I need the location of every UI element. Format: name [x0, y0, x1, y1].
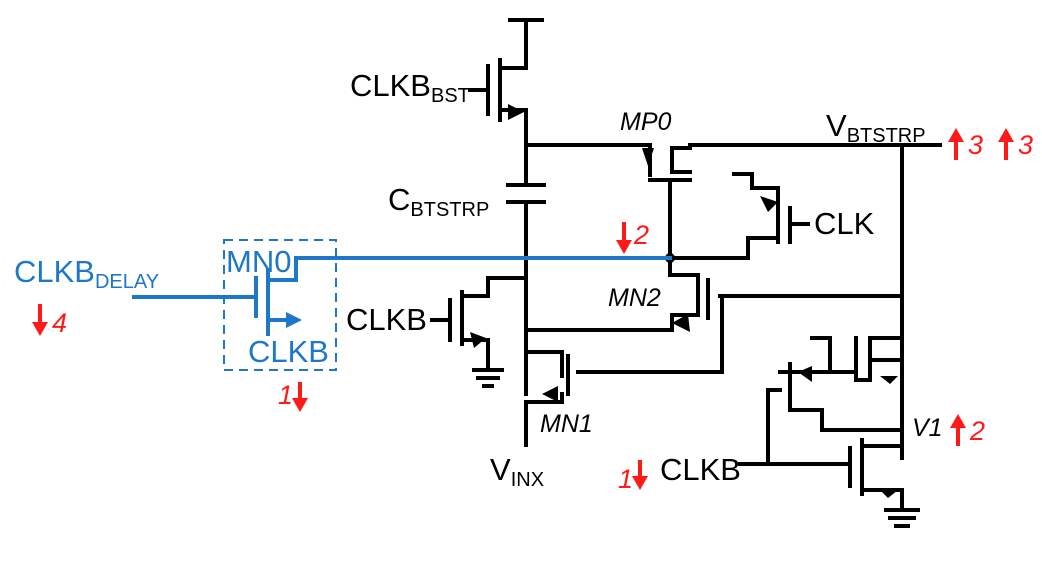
- mn0-clkb-step: 1: [278, 380, 293, 410]
- mn0-label: MN0: [226, 244, 291, 279]
- clkb-delay-step: 4: [52, 308, 67, 338]
- vinx-label: VINX: [490, 452, 544, 491]
- mn1-label: MN1: [540, 410, 593, 438]
- gate-node-step: 2: [633, 220, 649, 250]
- clkb-inv-label: CLKB: [660, 452, 741, 487]
- clkb-bst-label: CLKBBST: [350, 68, 470, 107]
- mn2-label: MN2: [608, 284, 661, 312]
- wires: [430, 18, 942, 528]
- arrow-up-icon: [948, 128, 964, 160]
- arrow-down-icon: [632, 460, 648, 490]
- arrow-down-icon: [616, 222, 632, 254]
- arrow-up-icon: [950, 414, 966, 446]
- v1-step: 2: [969, 416, 985, 446]
- timing-annotations: 3 3 2 4 1 2 1: [32, 128, 1033, 494]
- clkb-left-label: CLKB: [346, 302, 427, 337]
- arrow-up-icon: [998, 128, 1014, 160]
- arrow-down-icon: [32, 304, 48, 336]
- v1-label: V1: [912, 414, 943, 442]
- cbtstrp-label: CBTSTRP: [388, 182, 489, 221]
- mn0-clkb-label: CLKB: [248, 334, 329, 369]
- clk-label: CLK: [814, 206, 875, 241]
- vbtstrp-step-a: 3: [968, 130, 983, 160]
- mp0-label: MP0: [620, 108, 672, 136]
- transistor-arrows: [470, 104, 898, 498]
- clkb-delay-label: CLKBDELAY: [14, 254, 159, 293]
- arrow-down-icon: [292, 382, 308, 412]
- mn0-highlight: [132, 239, 672, 371]
- vbtstrp-step-b: 3: [1018, 130, 1033, 160]
- inv-clkb-step: 1: [618, 464, 633, 494]
- vbtstrp-label: VBTSTRP: [826, 108, 926, 147]
